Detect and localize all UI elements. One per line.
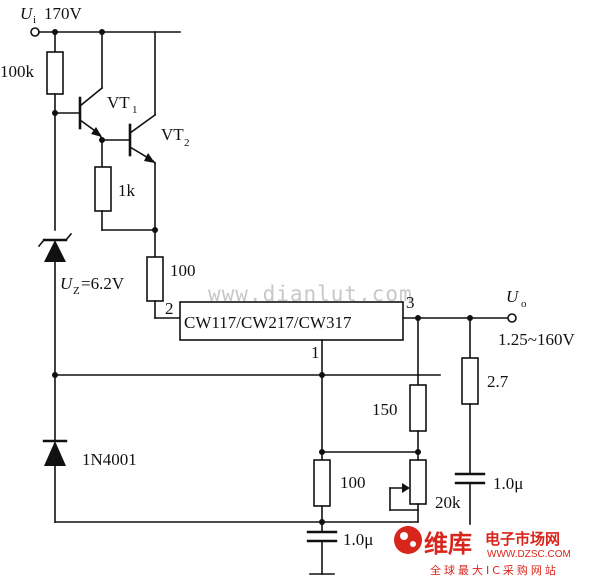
resistor-2-7-label: 2.7 [487,372,509,391]
regulator-pin-in: 1 [311,343,320,362]
vt1-label: VT [107,93,130,112]
potentiometer-20k [409,459,427,505]
output-range-label: 1.25~160V [498,330,575,349]
capacitor-out-label: 1.0μ [493,474,523,493]
logo-emblem-icon [394,526,422,554]
junction-dot [152,227,158,233]
dzsc-logo: 维库 电子市场网 WWW.DZSC.COM 全球最大IC采购网站 [394,526,571,577]
resistor-100-lower-label: 100 [340,473,366,492]
logo-tagline: 电子市场网 [485,530,560,548]
resistor-100-lower [313,459,331,507]
vt2-emitter-arrow [144,153,155,163]
resistor-1k [94,166,112,212]
pot-wiper-arrow [402,483,410,493]
vt2-label: VT [161,125,184,144]
resistor-150 [409,384,427,432]
resistor-1k-label: 1k [118,181,136,200]
diode-1n4001 [44,441,66,466]
resistor-100k [46,51,64,95]
input-voltage-label: 170V [44,4,83,23]
resistor-100-series [146,256,164,302]
resistor-150-label: 150 [372,400,398,419]
output-symbol: U [506,287,520,306]
logo-url: WWW.DZSC.COM [487,549,571,560]
zener-diode [44,240,66,262]
input-terminal [30,27,40,37]
output-terminal [507,313,517,323]
zener-voltage-label: =6.2V [81,274,125,293]
regulator-pin-out: 3 [406,293,415,312]
regulator-ic [179,301,404,341]
input-subscript: i [33,14,36,26]
resistor-100-series-label: 100 [170,261,196,280]
potentiometer-label: 20k [435,493,461,512]
vt1-subscript: 1 [132,104,138,116]
input-symbol: U [20,4,34,23]
logo-slogan: 全球最大IC采购网站 [430,563,559,577]
zener-subscript: Z [73,285,80,297]
capacitor-adj-label: 1.0μ [343,530,373,549]
zener-symbol: U [60,274,74,293]
output-subscript: o [521,298,527,310]
junction-dot [319,519,325,525]
regulator-pin-adj: 2 [165,299,174,318]
resistor-100k-label: 100k [0,62,35,81]
vt2-subscript: 2 [184,137,190,149]
regulator-label: CW117/CW217/CW317 [184,313,352,332]
diode-label: 1N4001 [82,450,137,469]
logo-brand: 维库 [424,530,472,558]
resistor-2-7 [461,357,479,405]
